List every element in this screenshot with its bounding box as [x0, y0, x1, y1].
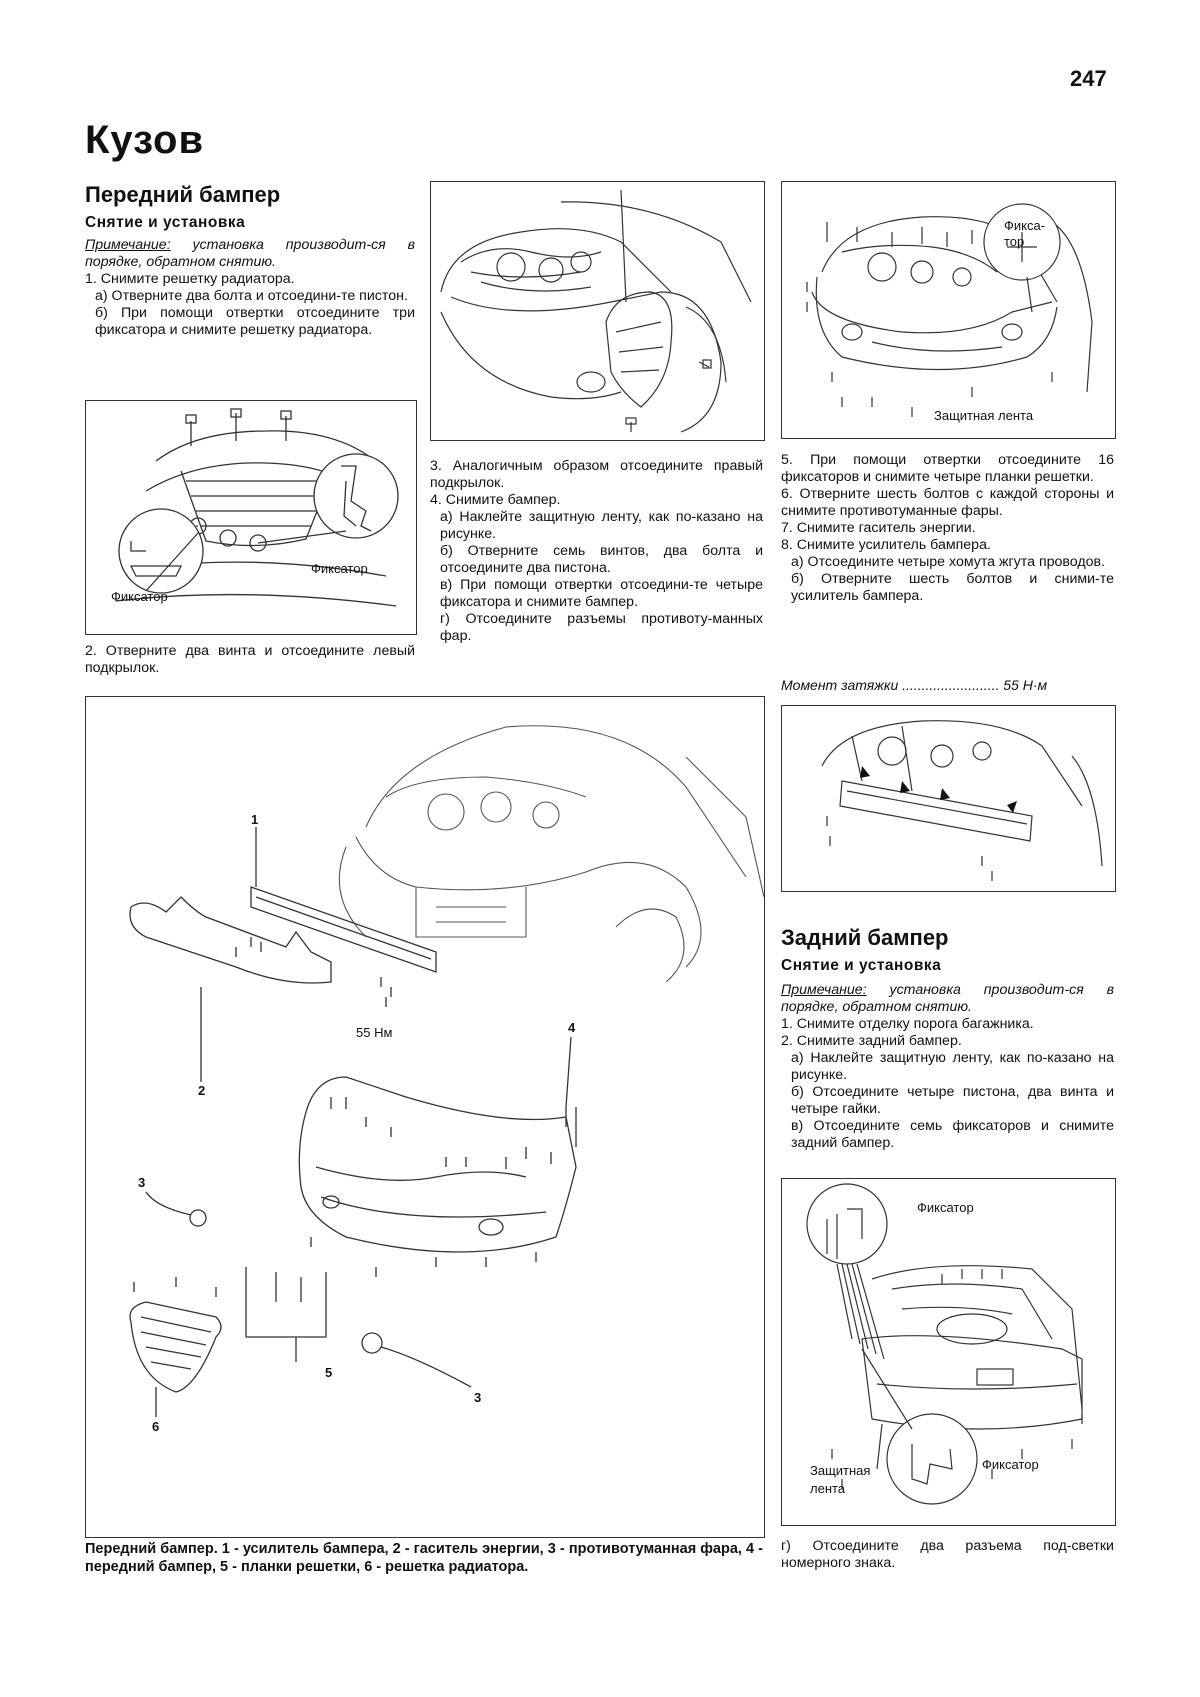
figure-bumper-removal: Фикса- тор Защитная лента	[781, 181, 1116, 439]
page-number: 247	[1070, 66, 1107, 91]
fender-liner-illustration	[440, 189, 752, 433]
rear-fig-label-retainer-top: Фиксатор	[917, 1200, 974, 1215]
front-step-4c: в) При помощи отвертки отсоедини-те четы…	[440, 577, 763, 610]
figure-radiator-grille: Фиксатор Фиксатор	[85, 400, 417, 635]
front-step-1: 1. Снимите решетку радиатора.	[85, 271, 295, 287]
figure-caption: Передний бампер. 1 - усилитель бампера, …	[85, 1541, 763, 1575]
chapter-title: Кузов	[85, 118, 205, 162]
front-step-4a: а) Наклейте защитную ленту, как по-казан…	[440, 509, 763, 542]
label-torque-55: 55 Нм	[356, 1025, 392, 1040]
front-step-8b: б) Отверните шесть болтов и сними-те уси…	[791, 571, 1114, 604]
front-step-4b: б) Отверните семь винтов, два болта и от…	[440, 543, 763, 576]
front-step-5: 5. При помощи отвертки отсоедините 16 фи…	[781, 452, 1114, 485]
front-step-8a: а) Отсоедините четыре хомута жгута прово…	[791, 554, 1106, 570]
front-step-2: 2. Отверните два винта и отсоедините лев…	[85, 643, 415, 676]
rear-step-2c: в) Отсоедините семь фиксаторов и снимите…	[791, 1118, 1114, 1151]
front-step-1a: а) Отверните два болта и отсоедини-те пи…	[95, 288, 408, 304]
label-part-6: 6	[152, 1419, 159, 1434]
fig1-label-retainer-left: Фиксатор	[111, 589, 168, 604]
front-bumper-title: Передний бампер	[85, 182, 281, 207]
front-instructions-1: Примечание: установка производит-ся в по…	[85, 237, 415, 339]
rear-step-1: 1. Снимите отделку порога багажника.	[781, 1016, 1034, 1032]
rear-note: Примечание: установка производит-ся в по…	[781, 982, 1114, 1015]
fig3-label-retainer-2: тор	[1004, 234, 1024, 249]
figure-front-bumper-exploded: 1 2 3 3 4 5 6 55 Нм	[85, 696, 765, 1538]
front-bumper-subtitle: Снятие и установка	[85, 214, 246, 231]
front-step-6: 6. Отверните шесть болтов с каждой сторо…	[781, 486, 1114, 519]
fig3-label-tape: Защитная лента	[934, 408, 1034, 423]
figure-fender-liner	[430, 181, 765, 441]
exploded-view-illustration: 1 2 3 3 4 5 6 55 Нм	[129, 725, 764, 1434]
front-step-4: 4. Снимите бампер.	[430, 492, 561, 508]
fig3-label-retainer-1: Фикса-	[1004, 218, 1045, 233]
torque-spec: Момент затяжки .........................…	[781, 677, 1048, 693]
rear-instructions: Примечание: установка производит-ся в по…	[781, 982, 1114, 1152]
front-step-3: 3. Аналогичным образом отсоедините правы…	[430, 458, 763, 491]
front-step-1b: б) При помощи отвертки отсоедините три ф…	[95, 305, 415, 338]
rear-final-step: г) Отсоедините два разъема под-светки но…	[781, 1538, 1114, 1571]
figure-rear-bumper: Фиксатор Защитная лента Фиксатор	[781, 1178, 1116, 1526]
label-part-4: 4	[568, 1020, 576, 1035]
front-step-7: 7. Снимите гаситель энергии.	[781, 520, 976, 536]
rear-step-2b: б) Отсоедините четыре пистона, два винта…	[791, 1084, 1114, 1117]
rear-step-2a: а) Наклейте защитную ленту, как по-казан…	[791, 1050, 1114, 1083]
rear-fig-label-retainer-bottom: Фиксатор	[982, 1457, 1039, 1472]
label-part-3b: 3	[474, 1390, 481, 1405]
rear-fig-label-tape-2: лента	[810, 1481, 846, 1496]
reinforcement-illustration	[821, 720, 1103, 881]
rear-fig-label-tape-1: Защитная	[810, 1463, 870, 1478]
bumper-removal-illustration: Фикса- тор Защитная лента	[806, 203, 1093, 423]
label-part-2: 2	[198, 1083, 205, 1098]
rear-bumper-subtitle: Снятие и установка	[781, 957, 942, 974]
fig1-label-retainer-right: Фиксатор	[311, 561, 368, 576]
label-part-3a: 3	[138, 1175, 145, 1190]
label-part-5: 5	[325, 1365, 332, 1380]
rear-bumper-illustration: Фиксатор Защитная лента Фиксатор	[806, 1183, 1083, 1505]
rear-step-2: 2. Снимите задний бампер.	[781, 1033, 962, 1049]
label-part-1: 1	[251, 812, 258, 827]
front-instructions-2: 3. Аналогичным образом отсоедините правы…	[430, 458, 763, 645]
figure-bumper-reinforcement	[781, 705, 1116, 892]
front-step-8: 8. Снимите усилитель бампера.	[781, 537, 991, 553]
front-step-4d: г) Отсоедините разъемы противоту-манных …	[440, 611, 763, 644]
front-note: Примечание: установка производит-ся в по…	[85, 237, 415, 270]
rear-bumper-title: Задний бампер	[781, 925, 949, 950]
front-instructions-3: 5. При помощи отвертки отсоедините 16 фи…	[781, 452, 1114, 605]
grille-illustration: Фиксатор Фиксатор	[111, 408, 399, 607]
